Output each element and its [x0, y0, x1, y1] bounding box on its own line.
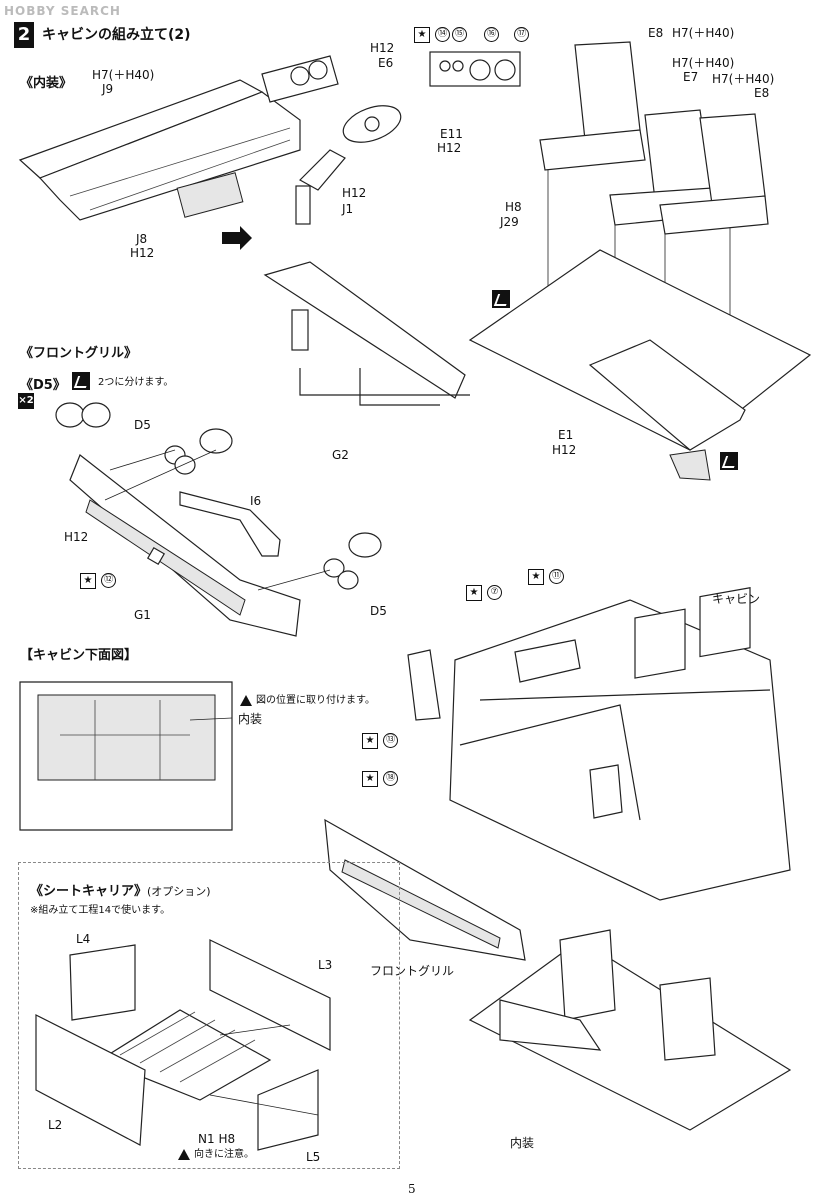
paint-icon-floor-bottom: [720, 452, 738, 470]
cabin-label: キャビン: [712, 592, 761, 606]
paint-icon-floor: [492, 290, 510, 308]
part-l4: L4: [76, 932, 91, 946]
e8a-color: H7(＋H40): [672, 26, 735, 40]
j1-color: H12: [342, 186, 367, 200]
e7-color: H7(＋H40): [672, 56, 735, 70]
warning-icon: [240, 694, 252, 706]
part-j29: J29: [500, 215, 519, 229]
part-g2: G2: [332, 448, 349, 462]
j8-color: H12: [130, 246, 155, 260]
decal-16: ⑯: [484, 27, 500, 42]
decal-star-icon: ★: [362, 732, 378, 749]
part-e8b: E8: [754, 86, 770, 100]
decal-star-icon: ★: [414, 26, 430, 43]
step-title: キャビンの組み立て(2): [42, 27, 191, 43]
decal-12: ⑫: [101, 573, 117, 588]
dashboard-body: [38, 91, 301, 221]
decal-star-icon: ★: [528, 568, 544, 585]
interior-section-title: 《内装》: [20, 76, 73, 91]
interior-bottom-label: 内装: [510, 1136, 535, 1150]
cab-bottom-note: 図の位置に取り付けます。: [240, 694, 375, 708]
cabin-decal-13: ★ ⑬: [362, 730, 400, 749]
page-number: 5: [408, 1182, 416, 1196]
seat-carrier-title: 《シートキャリア》(オプション): [30, 884, 211, 899]
part-n1: N1 H8: [198, 1132, 236, 1146]
part-d5a: D5: [134, 418, 151, 432]
seat-carrier-box: [18, 862, 400, 1169]
part-j9: J9: [102, 82, 114, 96]
part-e8a: E8: [648, 26, 664, 40]
orientation-note: 向きに注意。: [178, 1148, 254, 1162]
cabin-decal-7: ★ ⑦: [466, 582, 504, 601]
part-e11: E11: [440, 127, 463, 141]
seat-e8b: [659, 113, 769, 235]
part-l3: L3: [318, 958, 333, 972]
d5-section-title: 《D5》: [20, 378, 66, 393]
part-l5: L5: [306, 1150, 321, 1164]
times-two-icon: ×2: [18, 393, 34, 409]
decal-star-icon: ★: [80, 572, 96, 589]
step-number: 2: [14, 22, 34, 48]
cabin-decal-11: ★ ⑪: [528, 566, 566, 585]
e6-color: H12: [370, 41, 395, 55]
part-e6: E6: [378, 56, 394, 70]
part-g1: G1: [134, 608, 151, 622]
part-d5b: D5: [370, 604, 387, 618]
part-j1: J1: [342, 202, 354, 216]
d5-note: 2つに分けます。: [98, 377, 174, 388]
decal-17: ⑰: [514, 27, 530, 42]
cabin-decal-18: ★ ⑱: [362, 768, 400, 787]
part-l2: L2: [48, 1118, 63, 1132]
g1-color: H12: [64, 530, 89, 544]
paint-icon: [72, 372, 90, 390]
e1-color: H12: [552, 443, 577, 457]
part-e1: E1: [558, 428, 574, 442]
j29-color: H8: [505, 200, 522, 214]
front-grille-label: フロントグリル: [370, 964, 455, 978]
part-i6: I6: [250, 494, 262, 508]
watermark: HOBBY SEARCH: [4, 4, 121, 18]
front-grille-section-title: 《フロントグリル》: [20, 346, 138, 361]
e11-color: H12: [437, 141, 462, 155]
grille-decal: ★ ⑫: [80, 570, 118, 589]
seat-carrier-note: ※組み立て工程14で使います。: [30, 905, 171, 916]
j9-color: H7(＋H40): [92, 68, 155, 82]
decal-star-icon: ★: [362, 770, 378, 787]
decal-15: ⑮: [452, 27, 468, 42]
decal-14: ⑭: [435, 27, 451, 42]
part-j8: J8: [136, 232, 148, 246]
seat-e8a: [539, 41, 646, 171]
part-e7: E7: [683, 70, 699, 84]
grille-g1-shape: [69, 454, 301, 637]
e8b-color: H7(＋H40): [712, 72, 775, 86]
cab-bottom-title: 【キャビン下面図】: [20, 648, 138, 663]
cab-bottom-interior-label: 内装: [238, 712, 263, 726]
decal-star-icon: ★: [466, 584, 482, 601]
warning-icon: [178, 1148, 190, 1160]
